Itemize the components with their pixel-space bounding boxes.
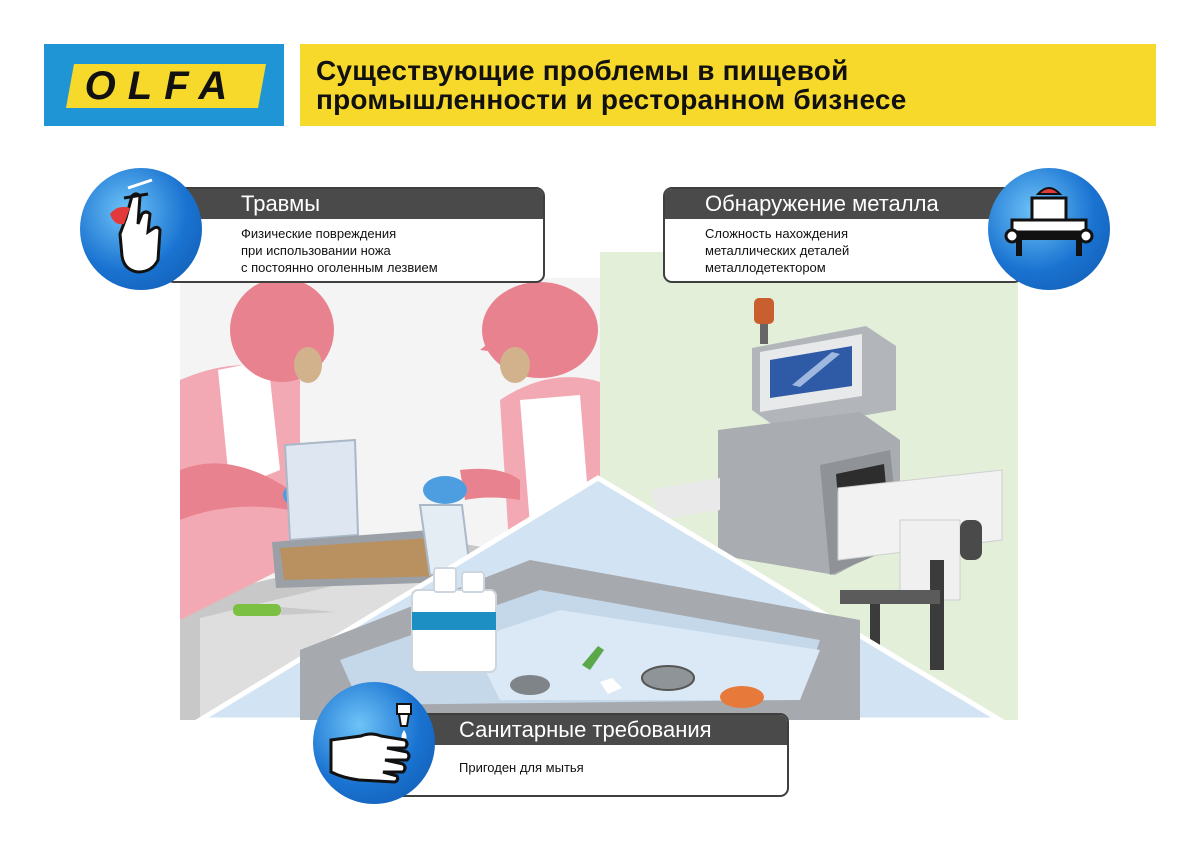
injury-card: Травмы Физические повреждения при исполь… — [165, 187, 545, 283]
page-title: Существующие проблемы в пищевой промышле… — [316, 55, 907, 115]
metal-detection-card-title: Обнаружение металла — [665, 189, 1021, 219]
title-banner: Существующие проблемы в пищевой промышле… — [300, 44, 1156, 126]
olfa-logo: OLFA — [44, 44, 284, 126]
injury-card-text: Физические повреждения при использовании… — [241, 226, 438, 275]
finger-cut-icon — [80, 168, 202, 290]
metal-detection-card-text: Сложность нахождения металлических детал… — [705, 226, 850, 275]
sanitary-card-text: Пригоден для мытья — [459, 760, 584, 775]
injury-card-title: Травмы — [167, 189, 543, 219]
sink-illustration — [191, 475, 1010, 723]
olfa-logo-graphic: OLFA — [66, 64, 266, 108]
hand-washing-icon — [313, 682, 435, 804]
metal-detector-conveyor-icon — [988, 168, 1110, 290]
sanitary-card: Санитарные требования Пригоден для мытья — [381, 713, 789, 797]
metal-detection-card: Обнаружение металла Сложность нахождения… — [663, 187, 1023, 283]
logo-text: OLFA — [85, 64, 240, 108]
sanitary-card-title: Санитарные требования — [383, 715, 787, 745]
